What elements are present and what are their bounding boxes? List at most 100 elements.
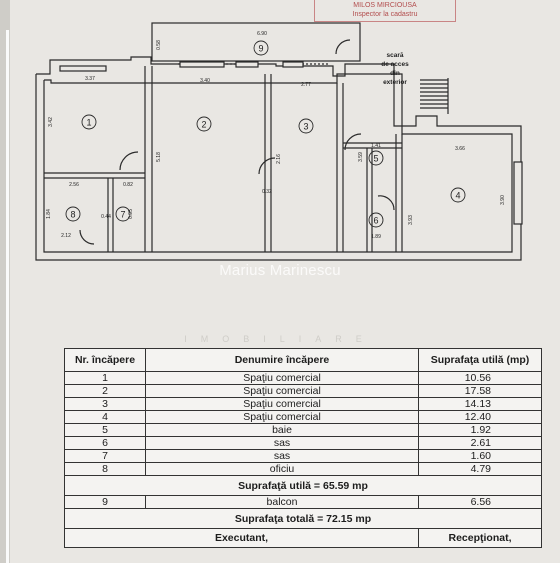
row-nr: 1: [64, 371, 146, 385]
row-name: baie: [145, 423, 419, 437]
room-4-number: 4: [455, 191, 460, 201]
page-edge-highlight: [6, 30, 9, 563]
dim-room6-width: 1.89: [371, 234, 381, 240]
row-name: oficiu: [145, 462, 419, 476]
room-8-number: 8: [70, 210, 75, 220]
stair-label-line2: de acces: [381, 61, 409, 68]
dim-room4-width: 3.66: [455, 146, 465, 152]
dim-room1-height: 3.42: [48, 117, 54, 127]
dim-room8-height: 1.84: [46, 209, 52, 219]
signature-executant: Executant,: [64, 528, 419, 548]
signature-row: Executant, Recepţionat,: [64, 528, 542, 548]
dim-room3-width: 2.77: [301, 82, 311, 88]
row-name: Spaţiu comercial: [145, 410, 419, 424]
stamp-line1: MILOS MIRCIOUSA: [353, 2, 417, 9]
room-1-circle: [81, 114, 97, 130]
room-9-number: 9: [258, 44, 263, 54]
page-edge: [0, 0, 10, 563]
dim-wall-gap: 0.32: [262, 189, 272, 195]
room-6-circle: [368, 212, 384, 228]
room-6-number: 6: [373, 216, 378, 226]
row-area: 12.40: [418, 410, 542, 424]
room-2-circle: [196, 116, 212, 132]
dim-balcony-depth: 0.58: [156, 40, 162, 50]
cadastral-stamp: MILOS MIRCIOUSA Inspector la cadastru: [314, 0, 456, 22]
useful-total-row: Suprafaţă utilă = 65.59 mp: [64, 475, 542, 496]
room-5-number: 5: [373, 154, 378, 164]
row-area: 1.92: [418, 423, 542, 437]
table-row: 5 baie 1.92: [64, 423, 542, 437]
row-area: 4.79: [418, 462, 542, 476]
room-4-circle: [450, 187, 466, 203]
dim-room4-height: 3.90: [500, 195, 506, 205]
table-row: 1 Spaţiu comercial 10.56: [64, 371, 542, 385]
header-nr: Nr. încăpere: [64, 348, 146, 372]
rooms-table: Nr. încăpere Denumire încăpere Suprafaţa…: [64, 348, 542, 548]
table-row: 4 Spaţiu comercial 12.40: [64, 410, 542, 424]
watermark-name: Marius Marinescu: [219, 262, 341, 279]
useful-total: Suprafaţă utilă = 65.59 mp: [64, 475, 542, 496]
stair-label-line3: din: [390, 70, 400, 77]
floor-plan: 1 2 3 4 5 6 7 8 9 scară de acces din ext…: [35, 22, 523, 261]
room-5-circle: [368, 150, 384, 166]
row-area: 1.60: [418, 449, 542, 463]
row-nr: 8: [64, 462, 146, 476]
row-nr: 6: [64, 436, 146, 450]
dim-room6-height: 3.93: [408, 215, 414, 225]
row-nr: 3: [64, 397, 146, 411]
dim-room7-width: 0.82: [123, 182, 133, 188]
balcony-row: 9 balcon 6.56: [64, 495, 542, 509]
dim-room5-height: 3.59: [358, 152, 364, 162]
table-row: 2 Spaţiu comercial 17.58: [64, 384, 542, 398]
table-row: 3 Spaţiu comercial 14.13: [64, 397, 542, 411]
dim-room1-width: 3.37: [85, 76, 95, 82]
header-name: Denumire încăpere: [145, 348, 419, 372]
balcony-area: 6.56: [418, 495, 542, 509]
room-1-number: 1: [86, 118, 91, 128]
balcony-nr: 9: [64, 495, 146, 509]
dim-balcony-width: 6.90: [257, 31, 267, 37]
table-row: 6 sas 2.61: [64, 436, 542, 450]
signature-receptionat: Recepţionat,: [418, 528, 542, 548]
header-area: Suprafaţa utilă (mp): [418, 348, 542, 372]
row-name: Spaţiu comercial: [145, 371, 419, 385]
room-7-circle: [115, 206, 131, 222]
row-name: Spaţiu comercial: [145, 384, 419, 398]
row-area: 14.13: [418, 397, 542, 411]
table-header-row: Nr. încăpere Denumire încăpere Suprafaţa…: [64, 348, 542, 372]
room-2-number: 2: [201, 120, 206, 130]
grand-total-row: Suprafaţa totală = 72.15 mp: [64, 508, 542, 529]
row-nr: 5: [64, 423, 146, 437]
room-8-circle: [65, 206, 81, 222]
dim-room7-inner: 0.44: [101, 214, 111, 220]
row-area: 10.56: [418, 371, 542, 385]
dim-room2-height: 5.18: [156, 152, 162, 162]
row-name: Spaţiu comercial: [145, 397, 419, 411]
row-area: 17.58: [418, 384, 542, 398]
stairs: [420, 78, 449, 114]
stair-label-line1: scară: [387, 52, 404, 59]
row-area: 2.61: [418, 436, 542, 450]
grand-total: Suprafaţa totală = 72.15 mp: [64, 508, 542, 529]
dim-room8-bottom: 2.12: [61, 233, 71, 239]
balcony-name: balcon: [145, 495, 419, 509]
dim-room2-width: 3.40: [200, 78, 210, 84]
row-nr: 2: [64, 384, 146, 398]
row-nr: 7: [64, 449, 146, 463]
row-name: sas: [145, 436, 419, 450]
stamp-line2: Inspector la cadastru: [352, 11, 418, 18]
table-row: 7 sas 1.60: [64, 449, 542, 463]
table-row: 8 oficiu 4.79: [64, 462, 542, 476]
room-3-circle: [298, 118, 314, 134]
row-name: sas: [145, 449, 419, 463]
watermark-subtitle: IMOBILIARE: [184, 334, 376, 344]
dim-room3-height: 2.16: [276, 154, 282, 164]
dim-room7-height: 0.95: [128, 209, 134, 219]
row-nr: 4: [64, 410, 146, 424]
room-3-number: 3: [303, 122, 308, 132]
room-7-number: 7: [120, 210, 125, 220]
dim-room5-width: 1.41: [371, 143, 381, 149]
stair-label-line4: exterior: [383, 79, 407, 86]
dim-room8-width: 2.56: [69, 182, 79, 188]
room-9-circle: [253, 40, 269, 56]
